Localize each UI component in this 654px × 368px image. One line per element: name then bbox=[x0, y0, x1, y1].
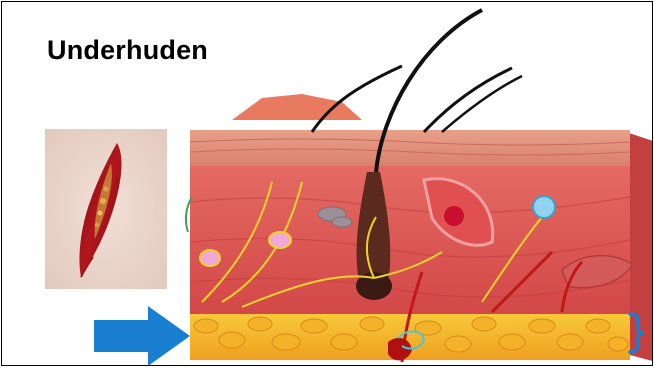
wound-photo bbox=[45, 129, 167, 289]
skin-layers-illustration bbox=[162, 2, 653, 366]
arrow-right-icon bbox=[94, 306, 194, 366]
brace-icon bbox=[626, 310, 652, 356]
